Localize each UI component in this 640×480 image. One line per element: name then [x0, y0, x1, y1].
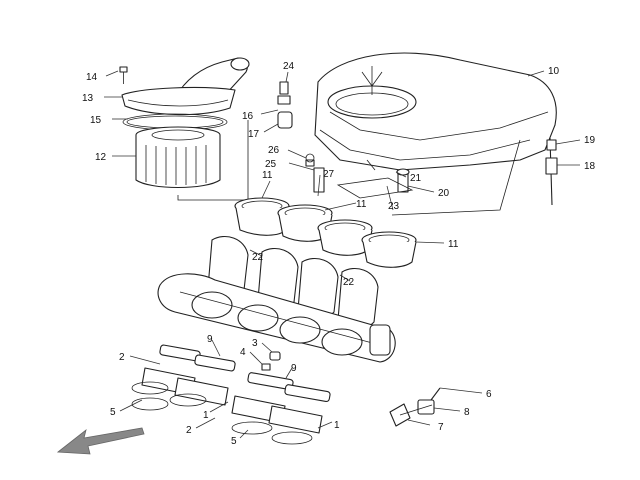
- breather-tube-18: [545, 137, 558, 206]
- callout-16: 16: [242, 111, 254, 122]
- callout-10: 10: [548, 66, 560, 77]
- callout-18: 18: [584, 161, 596, 172]
- callout-1-a: 1: [203, 410, 209, 421]
- grommet-17: [277, 111, 293, 129]
- callout-24: 24: [283, 61, 295, 72]
- callout-22-b: 22: [343, 277, 355, 288]
- callout-14: 14: [86, 72, 98, 83]
- air-filter-cover: [121, 57, 250, 116]
- callout-26: 26: [268, 145, 280, 156]
- callout-2-b: 2: [186, 425, 192, 436]
- bolt-25: [305, 153, 325, 193]
- bolt-14: [119, 66, 128, 84]
- callout-23: 23: [388, 201, 400, 212]
- callout-19: 19: [584, 135, 596, 146]
- callout-20: 20: [438, 188, 450, 199]
- throttle-body-assembly: [157, 236, 396, 363]
- plate-23: [336, 139, 521, 216]
- callout-6: 6: [486, 389, 492, 400]
- filter-element-12: [135, 120, 249, 201]
- callout-11-b: 11: [356, 199, 367, 210]
- callout-7: 7: [438, 422, 444, 433]
- injector-holders-lower: [231, 372, 331, 445]
- leader-lines: [104, 70, 581, 439]
- callout-11-c: 11: [448, 239, 459, 250]
- callout-9-b: 9: [291, 363, 297, 374]
- callout-4: 4: [240, 347, 246, 358]
- callout-3: 3: [252, 338, 258, 349]
- callout-21: 21: [410, 173, 422, 184]
- injector-holders-upper: [131, 344, 281, 411]
- callout-8: 8: [464, 407, 470, 418]
- air-box-case-10: [314, 52, 557, 171]
- sensor-6-8-7: [389, 387, 441, 427]
- callout-9-a: 9: [207, 334, 213, 345]
- callout-5-a: 5: [110, 407, 116, 418]
- callout-1-b: 1: [334, 420, 340, 431]
- callout-11-a: 11: [262, 170, 273, 181]
- callout-2-a: 2: [119, 352, 125, 363]
- callout-13: 13: [82, 93, 94, 104]
- intake-joints-11: [234, 197, 417, 268]
- callout-27: 27: [323, 169, 335, 180]
- callout-15: 15: [90, 115, 102, 126]
- callout-5-b: 5: [231, 436, 237, 447]
- cap-24: [277, 81, 291, 105]
- callout-25: 25: [265, 159, 277, 170]
- callout-labels: 14 13 15 12 24 16 17 10 19 18 26 25 27 2…: [82, 61, 596, 447]
- callout-17: 17: [248, 129, 260, 140]
- plugs-20-21: [366, 159, 410, 193]
- callout-22-a: 22: [252, 252, 264, 263]
- callout-12: 12: [95, 152, 107, 163]
- front-direction-arrow: [56, 427, 145, 455]
